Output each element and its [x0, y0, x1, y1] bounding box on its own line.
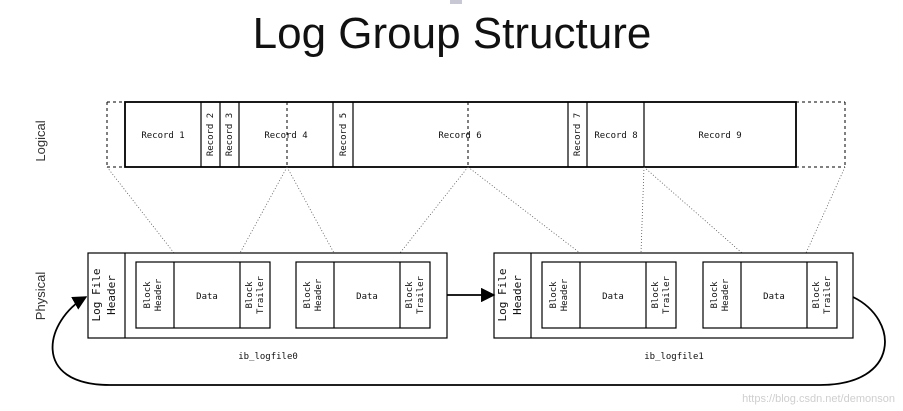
record-6: Record 6 — [438, 131, 481, 141]
watermark: https://blog.csdn.net/demonson — [742, 393, 895, 405]
block-trailer-line1: Block — [812, 281, 822, 309]
logfile-0-outer — [87, 252, 448, 339]
block-header-line1: Block — [143, 281, 153, 309]
top-mark — [450, 0, 462, 4]
logfile-1-block-2 — [702, 261, 838, 329]
wraparound-arrow — [51, 296, 886, 386]
block-trailer-line1: Block — [651, 281, 661, 309]
record-7: Record 7 — [573, 113, 583, 156]
logfile-0-header-line2: Header — [105, 275, 118, 315]
block-data: Data — [602, 292, 624, 302]
block-trailer-line2: Trailer — [416, 275, 426, 314]
logfile-1-header-line2: Header — [511, 275, 524, 315]
logical-record-box — [124, 101, 797, 168]
block-trailer-line2: Trailer — [256, 275, 266, 314]
logfile-1-block-1 — [541, 261, 677, 329]
block-data: Data — [763, 292, 785, 302]
logfile-0-block-2 — [295, 261, 431, 329]
block-header-line2: Header — [721, 278, 731, 311]
block-header-line2: Header — [314, 278, 324, 311]
record-9: Record 9 — [698, 131, 741, 141]
logfile-0-block-1 — [135, 261, 271, 329]
block-header-line2: Header — [154, 278, 164, 311]
record-3: Record 3 — [225, 113, 235, 156]
logical-record-row: Record 1 Record 2 Record 3 Record 4 Reco… — [106, 101, 846, 168]
block-trailer-line1: Block — [405, 281, 415, 309]
record-5: Record 5 — [339, 113, 349, 156]
logical-label: Logical — [33, 120, 48, 161]
block-data: Data — [356, 292, 378, 302]
record-2: Record 2 — [206, 113, 216, 156]
block-trailer-line1: Block — [245, 281, 255, 309]
logfile-0: Log File Header Block Header Data Block … — [87, 252, 448, 362]
block-trailer-line2: Trailer — [662, 275, 672, 314]
record-8: Record 8 — [594, 131, 637, 141]
logfile-1-header-line1: Log File — [496, 269, 509, 322]
logfile-1-name: ib_logfile1 — [644, 352, 704, 362]
physical-label: Physical — [33, 272, 48, 321]
record-separators — [200, 102, 645, 167]
block-data: Data — [196, 292, 218, 302]
logfile-0-header-line1: Log File — [90, 269, 103, 322]
mapping-lines — [106, 166, 846, 254]
block-header-line1: Block — [549, 281, 559, 309]
block-header-line1: Block — [710, 281, 720, 309]
logical-left-dashed-edge — [106, 101, 125, 168]
block-boundary-lines — [286, 102, 645, 167]
logfile-1-outer — [493, 252, 854, 339]
diagram-title: Log Group Structure — [253, 9, 652, 58]
logfile-1: Log File Header Block Header Data Block … — [493, 252, 854, 362]
block-trailer-line2: Trailer — [823, 275, 833, 314]
logical-right-dashed-edge — [796, 101, 846, 168]
record-1: Record 1 — [141, 131, 184, 141]
logfile-0-name: ib_logfile0 — [238, 352, 298, 362]
block-header-line1: Block — [303, 281, 313, 309]
record-4: Record 4 — [264, 131, 307, 141]
block-header-line2: Header — [560, 278, 570, 311]
